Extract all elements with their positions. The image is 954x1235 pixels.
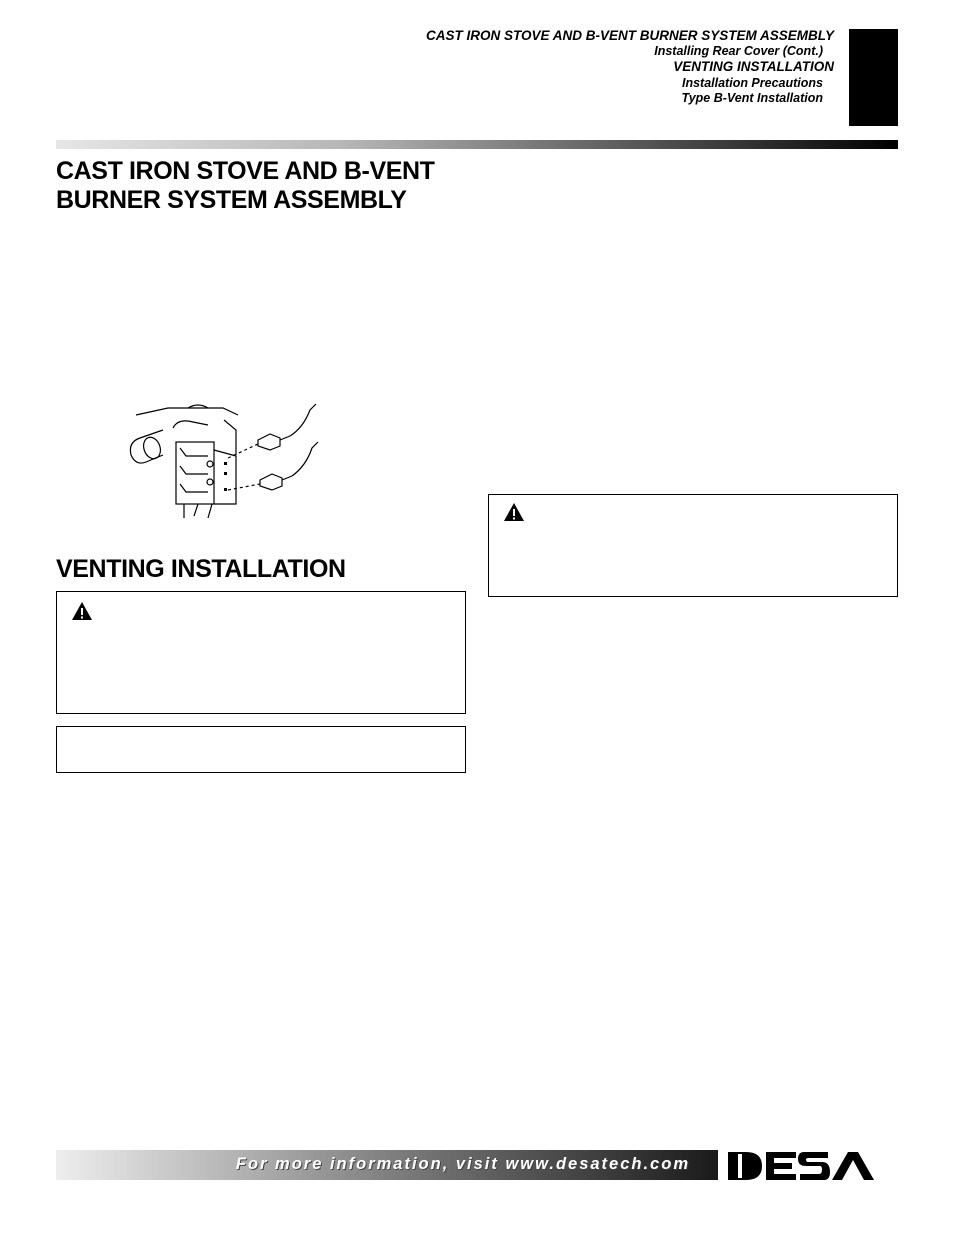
- page-title-line-1: CAST IRON STOVE AND B-VENT: [56, 157, 435, 185]
- header-rule: [56, 140, 898, 149]
- terminal-wiring-illustration: [129, 403, 319, 519]
- warning-triangle-icon: [72, 602, 92, 620]
- header-section-venting: VENTING INSTALLATION: [673, 59, 834, 74]
- page-title: CAST IRON STOVE AND B-VENT BURNER SYSTEM…: [56, 157, 435, 215]
- footer-website-text: For more information, visit www.desatech…: [235, 1155, 690, 1173]
- notice-box-left: [56, 726, 466, 773]
- header-subsection-bvent: Type B-Vent Installation: [681, 91, 823, 105]
- page-title-line-2: BURNER SYSTEM ASSEMBLY: [56, 186, 407, 214]
- warning-triangle-icon: [504, 503, 524, 521]
- header-subsection-rear-cover: Installing Rear Cover (Cont.): [654, 44, 823, 58]
- header-subsection-precautions: Installation Precautions: [681, 76, 823, 90]
- warning-box-right: [488, 494, 898, 597]
- desa-logo: [728, 1152, 874, 1180]
- footer-bar: For more information, visit www.desatech…: [56, 1150, 718, 1180]
- section-tab: [849, 29, 898, 126]
- section-heading-venting: VENTING INSTALLATION: [56, 555, 346, 583]
- warning-box-left: [56, 591, 466, 714]
- header-section-title: CAST IRON STOVE AND B-VENT BURNER SYSTEM…: [425, 28, 834, 43]
